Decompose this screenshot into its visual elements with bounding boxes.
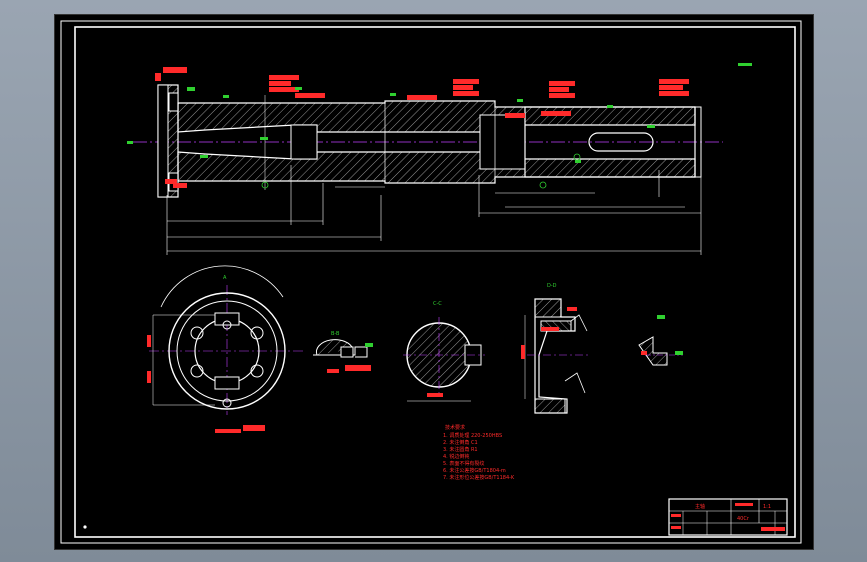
section-label-a: A xyxy=(223,275,227,281)
title-block: 主轴 40Cr 1:1 xyxy=(668,498,788,536)
engineering-drawing: A B-B C-C xyxy=(60,20,802,544)
shaft-lower-section xyxy=(177,151,696,184)
detail-view xyxy=(638,315,683,366)
surface-finish-marks xyxy=(127,63,752,163)
section-a-flange-view: A xyxy=(147,265,305,433)
notes-line-3: 3. 未注圆角 R1 xyxy=(443,446,478,453)
section-label-dd: D-D xyxy=(547,283,557,289)
title-block-material: 40Cr xyxy=(737,516,750,522)
section-label-bb: B-B xyxy=(331,331,340,337)
notes-line-2: 2. 未注倒角 C1 xyxy=(443,439,478,446)
title-block-name: 主轴 xyxy=(695,503,705,510)
section-dd-view: D-D xyxy=(521,283,591,414)
title-block-scale: 1:1 xyxy=(763,504,771,510)
technical-notes: 技术要求 1. 调质处理 220-250HBS 2. 未注倒角 C1 3. 未注… xyxy=(443,424,515,481)
tolerance-tags-top xyxy=(155,67,689,188)
origin-marker-icon xyxy=(83,525,87,529)
section-cc-view: C-C xyxy=(403,301,485,402)
cad-drawing-viewport[interactable]: A B-B C-C xyxy=(54,14,814,550)
inner-border xyxy=(74,26,796,538)
section-bb-view: B-B xyxy=(313,331,373,373)
notes-line-6: 6. 未注公差按GB/T1804-m xyxy=(443,467,506,474)
notes-title: 技术要求 xyxy=(445,424,465,431)
outer-border xyxy=(60,20,802,544)
notes-line-1: 1. 调质处理 220-250HBS xyxy=(443,432,502,439)
notes-line-5: 5. 表面不得有裂纹 xyxy=(443,460,484,467)
section-label-cc: C-C xyxy=(433,301,442,307)
keyway-slot xyxy=(588,132,654,152)
dimension-lines xyxy=(166,165,702,255)
main-shaft-view xyxy=(127,63,752,255)
notes-line-4: 4. 锐边倒钝 xyxy=(443,453,469,460)
shaft-upper-section xyxy=(177,100,696,133)
notes-line-7: 7. 未注形位公差按GB/T1184-K xyxy=(443,474,515,481)
